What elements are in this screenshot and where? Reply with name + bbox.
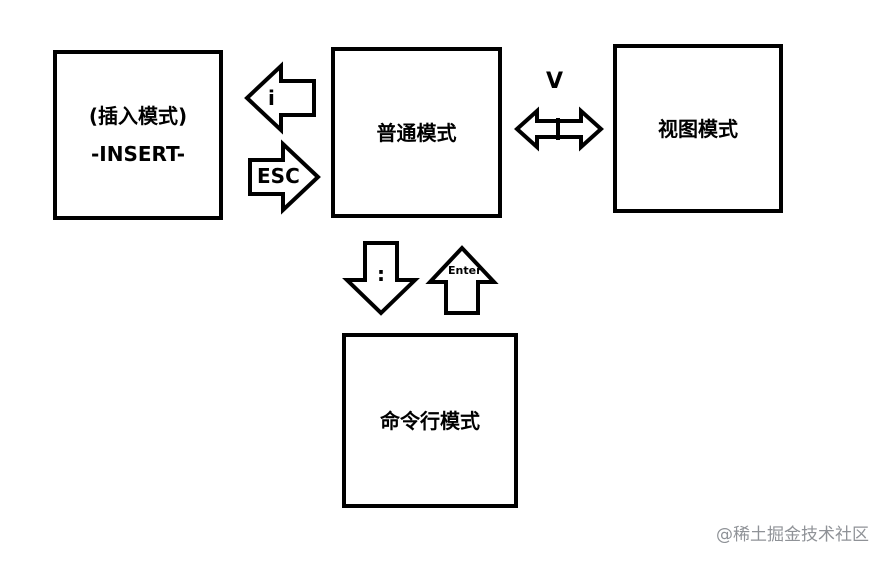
- arrow-i-left: [244, 61, 316, 135]
- arrow-enter-up: [425, 245, 499, 315]
- arrow-esc-right: [248, 139, 321, 215]
- insert-mode-box: (插入模式) -INSERT-: [53, 50, 223, 220]
- normal-mode-label: 普通模式: [376, 120, 457, 145]
- arrow-colon-down: [342, 241, 420, 316]
- arrow-enter-label: Enter: [448, 264, 482, 277]
- insert-mode-indicator: -INSERT-: [90, 142, 186, 166]
- command-mode-label: 命令行模式: [380, 408, 480, 433]
- command-mode-box: 命令行模式: [342, 333, 518, 508]
- insert-mode-label: (插入模式): [88, 104, 188, 128]
- arrow-esc-label: ESC: [257, 164, 300, 188]
- arrow-v-label: V: [546, 69, 564, 94]
- visual-mode-label: 视图模式: [658, 116, 738, 141]
- normal-mode-box: 普通模式: [331, 47, 502, 218]
- arrow-colon-label: :: [377, 262, 385, 286]
- visual-mode-box: 视图模式: [613, 44, 783, 213]
- watermark: @稀土掘金技术社区: [716, 525, 869, 545]
- arrow-i-label: i: [268, 86, 275, 110]
